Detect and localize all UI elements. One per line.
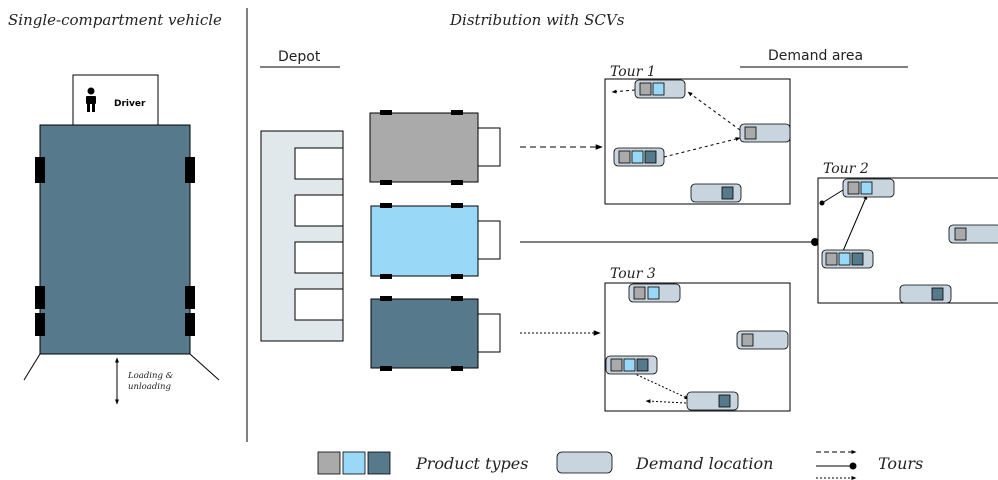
wheel	[185, 157, 195, 183]
tour3-routes	[632, 372, 690, 404]
depot	[260, 130, 344, 342]
tour1-routes	[611, 89, 741, 158]
loading-dock	[294, 147, 344, 180]
single-compartment-vehicle: Driver Loading & unloading	[23, 74, 220, 405]
demand-location	[899, 284, 952, 304]
legend-product-gray	[317, 451, 341, 475]
legend-tours-label: Tours	[878, 454, 923, 473]
vehicle-gray	[369, 110, 501, 185]
loading-dock	[294, 194, 344, 227]
loading-dock	[294, 241, 344, 274]
loading-dock	[294, 288, 344, 321]
demand-location	[821, 249, 874, 269]
depot-label: Depot	[278, 49, 321, 65]
tour1-label: Tour 1	[610, 64, 656, 80]
legend-demand-location-swatch	[556, 451, 613, 474]
demand-location	[613, 147, 665, 167]
legend-tour-dot	[849, 462, 857, 470]
person-icon	[86, 87, 96, 112]
tour2-routes	[819, 189, 868, 252]
driver-label: Driver	[114, 99, 146, 109]
legend-demand-location-label: Demand location	[635, 454, 773, 473]
left-title: Single-compartment vehicle	[8, 11, 222, 29]
wheel	[35, 286, 45, 309]
wheel	[35, 157, 45, 183]
legend-product-types-label: Product types	[415, 454, 528, 473]
demand-location	[736, 330, 789, 350]
demand-location	[628, 283, 681, 303]
demand-location	[690, 183, 742, 203]
tour2-route-dot	[811, 238, 819, 246]
demand-location	[842, 178, 895, 198]
legend-product-dark-blue	[367, 451, 391, 475]
demand-location	[634, 79, 686, 99]
right-title: Distribution with SCVs	[449, 11, 625, 29]
tour3-label: Tour 3	[610, 266, 656, 282]
demand-location	[605, 355, 658, 375]
wheel	[185, 313, 195, 336]
legend: Product types Demand location Tours	[317, 450, 923, 480]
rear-door	[189, 353, 220, 381]
vehicle-dark-blue	[370, 296, 501, 371]
demand-area-label: Demand area	[768, 48, 863, 64]
loading-label-line2: unloading	[128, 382, 171, 392]
vehicle-body	[39, 124, 191, 355]
tour2-label: Tour 2	[823, 161, 869, 177]
vehicle-light-blue	[370, 203, 501, 279]
legend-product-light-blue	[342, 451, 366, 475]
wheel	[185, 286, 195, 309]
demand-location	[948, 224, 998, 244]
wheel	[35, 313, 45, 336]
rear-door	[23, 353, 41, 381]
loading-label-line1: Loading &	[127, 371, 174, 381]
demand-location	[739, 123, 791, 143]
demand-location	[686, 391, 739, 411]
